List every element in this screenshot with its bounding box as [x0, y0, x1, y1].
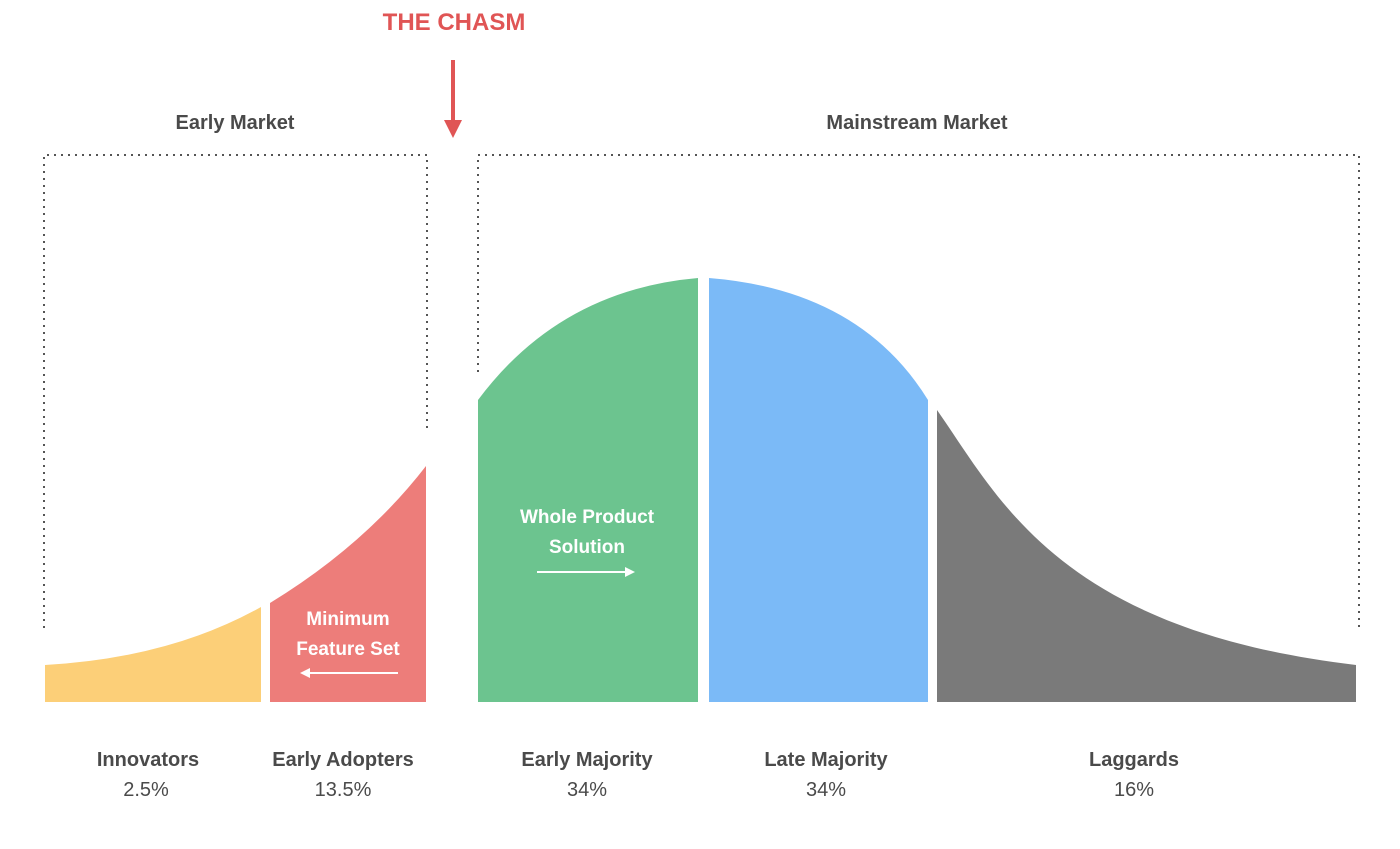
early-adopters-label: Early Adopters: [272, 749, 414, 771]
innovators-share: 2.5%: [123, 779, 169, 801]
minimum-feature-set-line1: Minimum: [306, 609, 389, 630]
mainstream-market-label: Mainstream Market: [826, 112, 1008, 134]
early-adopters-segment: [270, 466, 426, 702]
minimum-feature-set-line2: Feature Set: [296, 639, 400, 660]
late-majority-share: 34%: [806, 779, 846, 801]
innovators-label: Innovators: [97, 749, 199, 771]
whole-product-solution-line1: Whole Product: [520, 507, 655, 528]
laggards-share: 16%: [1114, 779, 1154, 801]
innovators-segment: [45, 607, 261, 702]
late-majority-segment: [709, 278, 928, 702]
late-majority-label: Late Majority: [764, 749, 888, 771]
laggards-label: Laggards: [1089, 749, 1179, 771]
whole-product-solution-annotation: Whole Product Solution: [520, 507, 655, 577]
whole-product-solution-line2: Solution: [549, 537, 625, 558]
early-adopters-share: 13.5%: [315, 779, 372, 801]
laggards-segment: [937, 410, 1356, 702]
early-majority-segment: [478, 278, 698, 702]
chasm-arrow-icon: [444, 60, 462, 138]
early-majority-share: 34%: [567, 779, 607, 801]
chasm-title: THE CHASM: [383, 9, 526, 36]
early-market-label: Early Market: [176, 112, 295, 134]
early-majority-label: Early Majority: [521, 749, 653, 771]
minimum-feature-set-annotation: Minimum Feature Set: [296, 609, 400, 678]
